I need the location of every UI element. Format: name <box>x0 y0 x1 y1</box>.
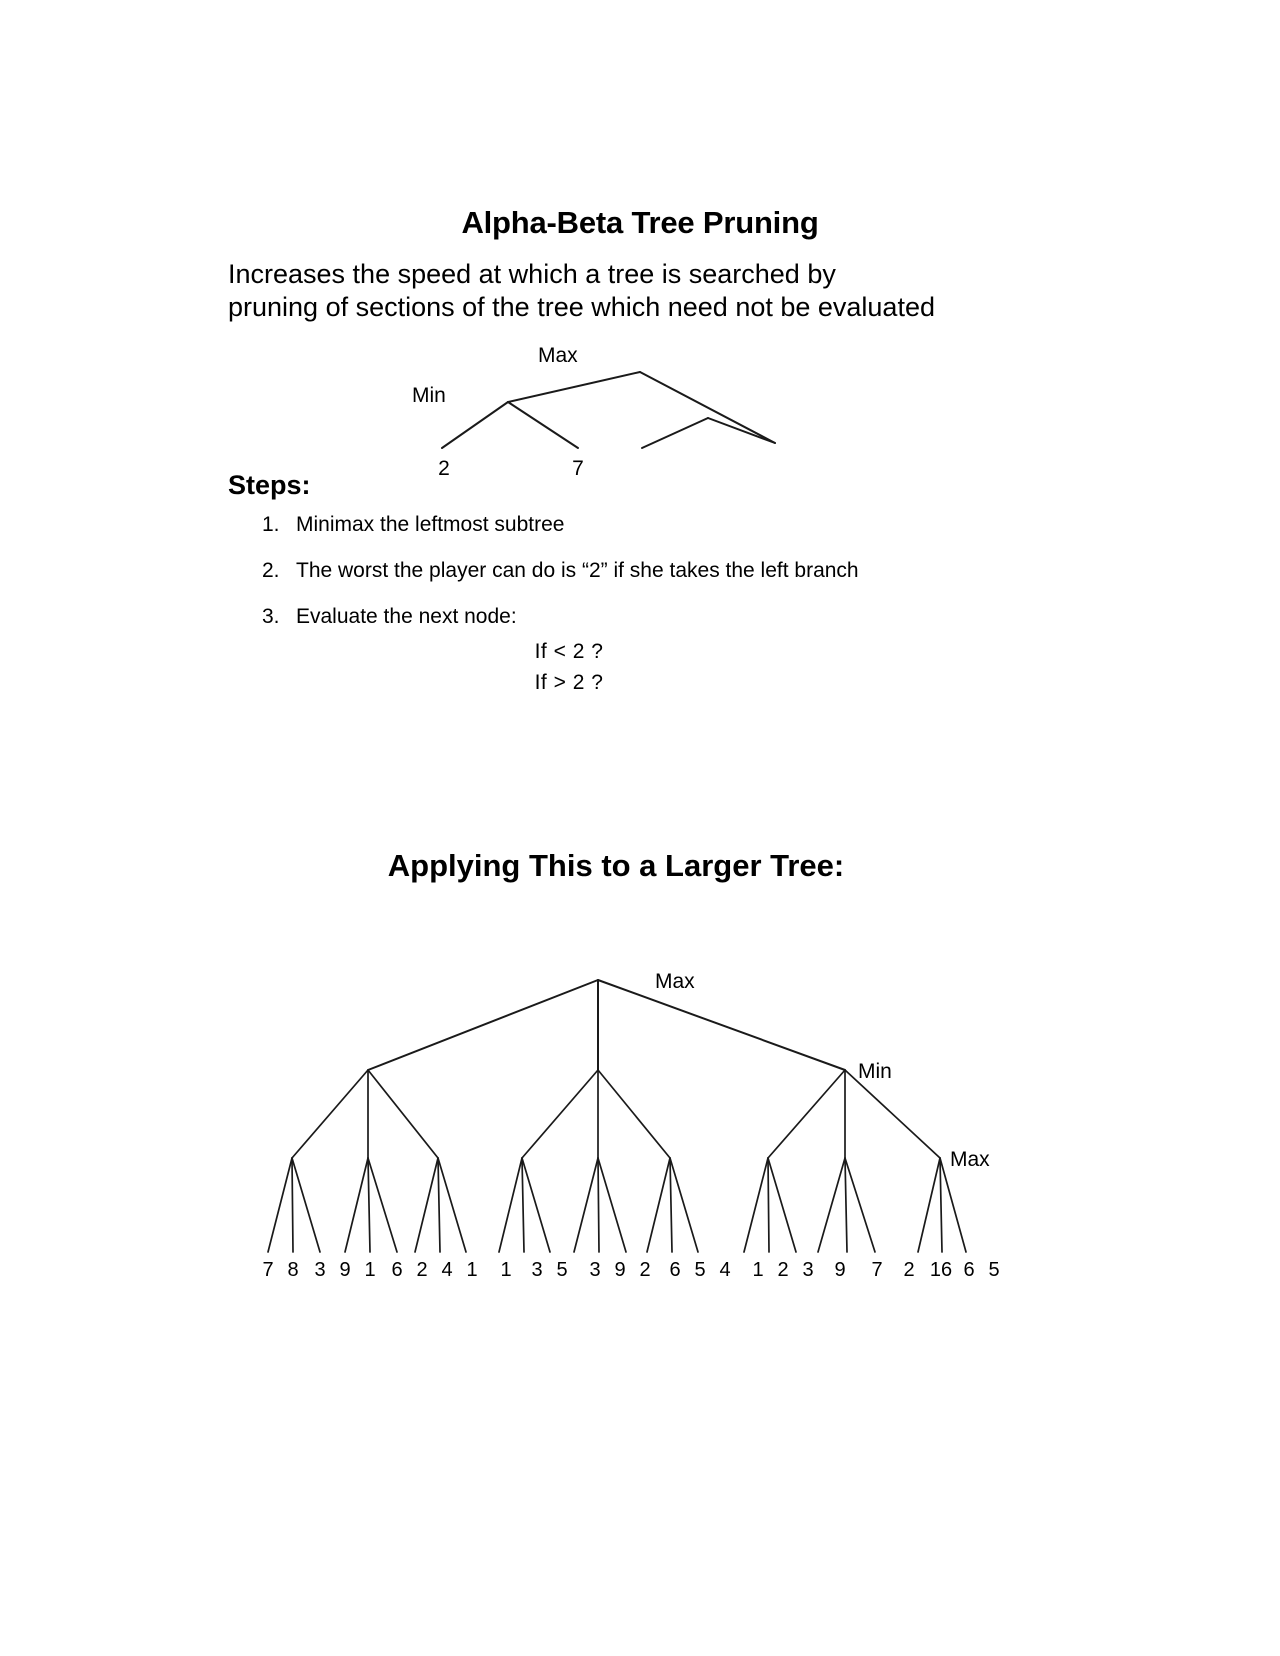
leaf-value-24: 16 <box>930 1259 952 1281</box>
list-item: 3. Evaluate the next node: <box>262 604 1092 629</box>
leaf-value-23: 2 <box>903 1259 914 1281</box>
small-tree-leaf-0: 2 <box>438 457 450 480</box>
leaf-value-16: 5 <box>694 1259 705 1281</box>
leaf-value-10: 3 <box>531 1259 542 1281</box>
leaf-value-20: 3 <box>802 1259 813 1281</box>
step-number: 2. <box>262 559 280 582</box>
leaf-value-4: 1 <box>364 1259 375 1281</box>
steps-heading: Steps: <box>228 470 311 500</box>
leaf-value-13: 9 <box>614 1259 625 1281</box>
list-item: 2. The worst the player can do is “2” if… <box>262 558 1092 583</box>
leaf-value-8: 1 <box>466 1259 477 1281</box>
leaf-value-1: 8 <box>287 1259 298 1281</box>
leaf-value-5: 6 <box>391 1259 402 1281</box>
step-text: The worst the player can do is “2” if sh… <box>296 559 859 582</box>
small-tree-leaf-1: 7 <box>572 457 584 480</box>
leaf-value-15: 6 <box>669 1259 680 1281</box>
leaf-value-9: 1 <box>500 1259 511 1281</box>
leaf-value-2: 3 <box>314 1259 325 1281</box>
condition-line-less-than: If < 2 ? <box>534 640 604 663</box>
leaf-value-25: 6 <box>963 1259 974 1281</box>
large-tree-min-label: Min <box>858 1060 892 1083</box>
page-title: Alpha-Beta Tree Pruning <box>461 205 819 240</box>
condition-lines: If < 2 ? If > 2 ? <box>0 636 1138 698</box>
large-tree-max-label: Max <box>950 1148 990 1171</box>
leaf-value-11: 5 <box>556 1259 567 1281</box>
leaf-value-17: 4 <box>719 1259 730 1281</box>
leaf-value-0: 7 <box>262 1259 273 1281</box>
leaf-value-7: 4 <box>441 1259 452 1281</box>
small-tree-min-label: Min <box>412 384 446 407</box>
large-minimax-tree-diagram: Max Min Max 7 8 3 9 1 6 2 4 1 1 3 5 3 9 … <box>250 960 1030 1290</box>
steps-list: 1. Minimax the leftmost subtree 2. The w… <box>262 512 1092 650</box>
leaf-value-22: 7 <box>871 1259 882 1281</box>
step-text: Evaluate the next node: <box>296 605 517 628</box>
condition-line-greater-than: If > 2 ? <box>534 671 604 694</box>
section-title-larger-tree: Applying This to a Larger Tree: <box>387 848 845 883</box>
leaf-value-26: 5 <box>988 1259 999 1281</box>
leaf-value-3: 9 <box>339 1259 350 1281</box>
leaf-value-12: 3 <box>589 1259 600 1281</box>
small-minimax-tree-diagram: Max Min 2 7 <box>390 340 810 485</box>
leaf-value-14: 2 <box>639 1259 650 1281</box>
leaf-value-19: 2 <box>777 1259 788 1281</box>
step-number: 3. <box>262 605 280 628</box>
leaf-value-6: 2 <box>416 1259 427 1281</box>
leaf-value-21: 9 <box>834 1259 845 1281</box>
leaf-value-18: 1 <box>752 1259 763 1281</box>
small-tree-root-label: Max <box>538 344 578 367</box>
step-text: Minimax the leftmost subtree <box>296 513 565 536</box>
step-number: 1. <box>262 513 280 536</box>
intro-paragraph: Increases the speed at which a tree is s… <box>228 259 935 322</box>
large-tree-root-label: Max <box>655 970 695 993</box>
list-item: 1. Minimax the leftmost subtree <box>262 512 1092 537</box>
